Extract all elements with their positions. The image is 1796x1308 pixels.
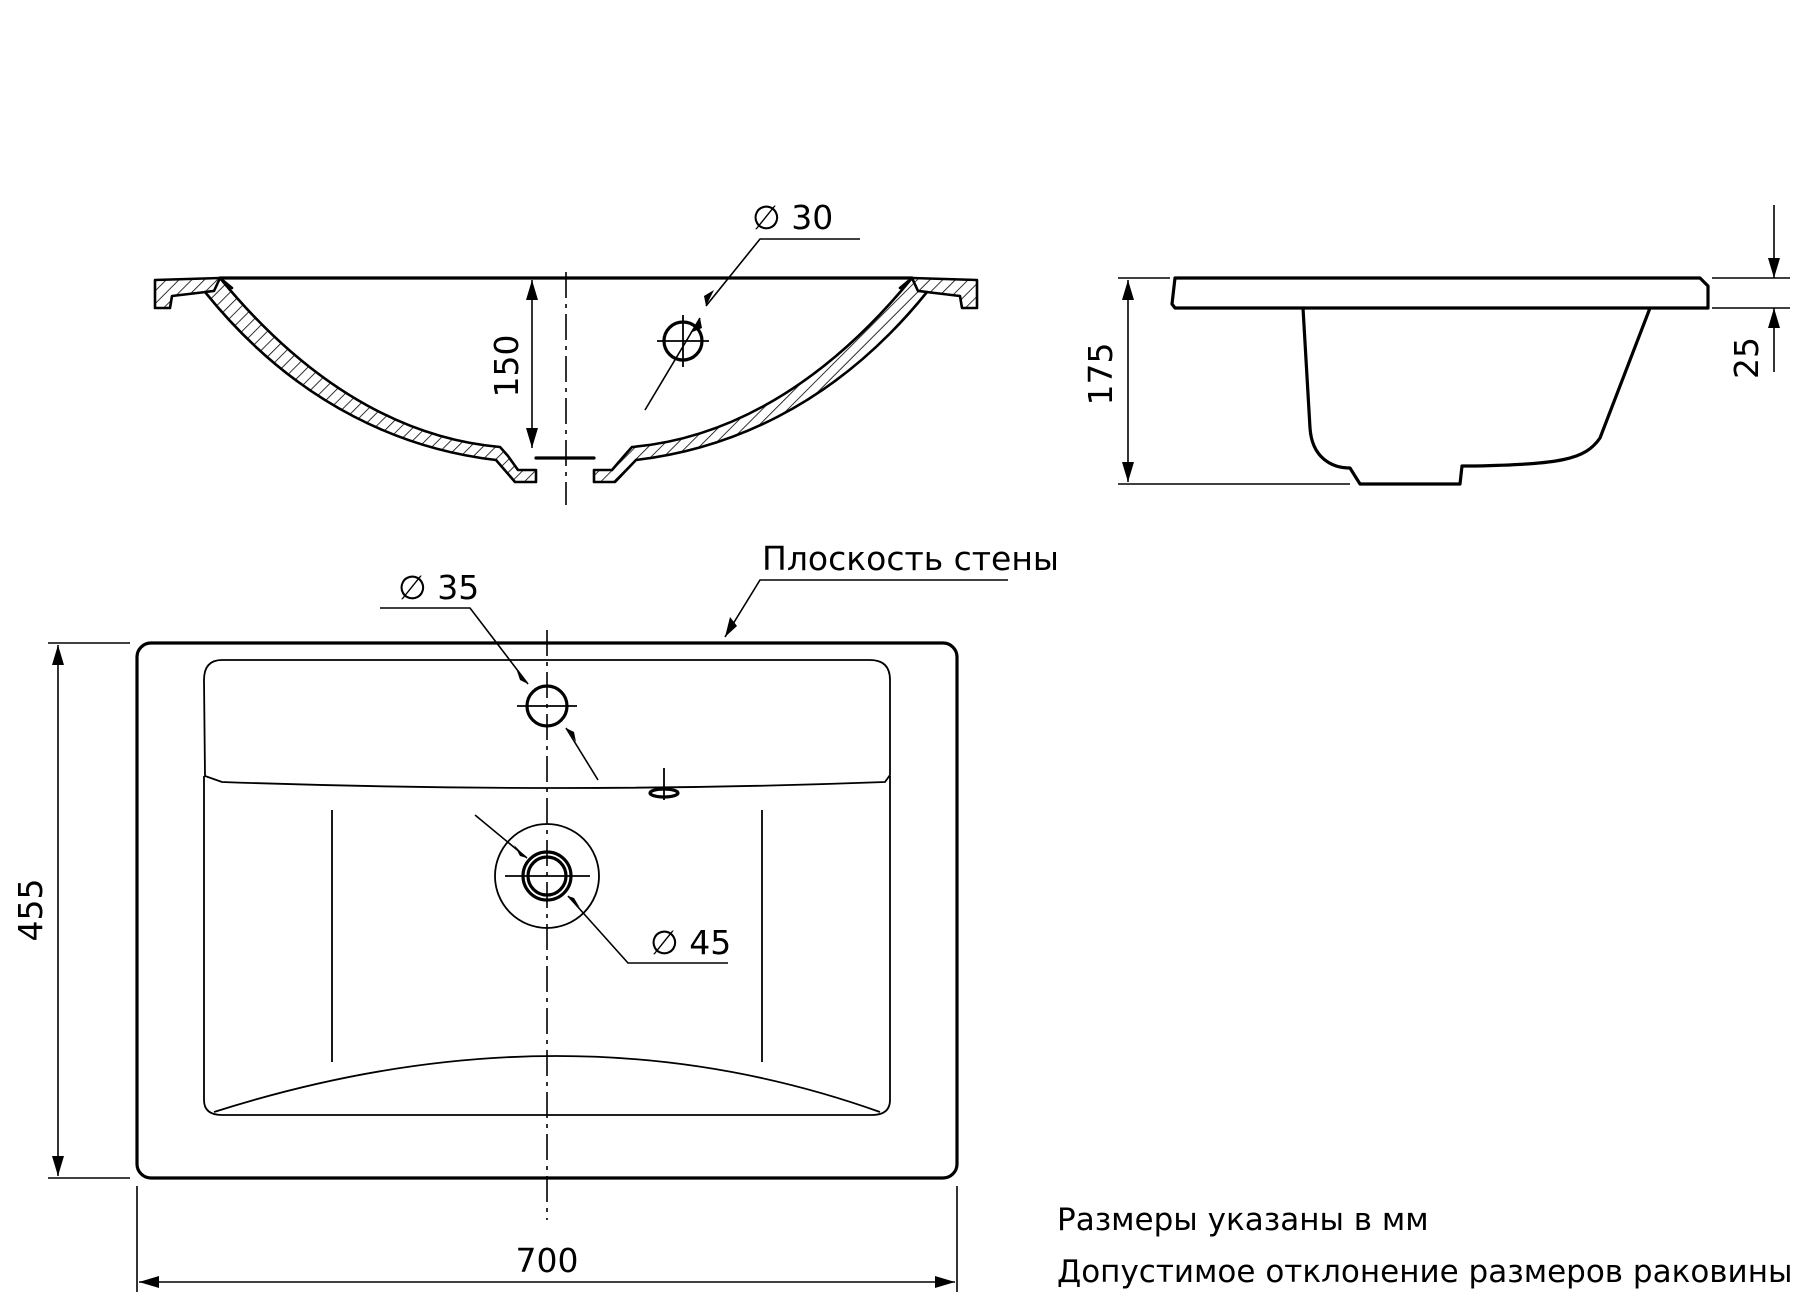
left-bowl-wall-section <box>203 276 538 484</box>
drain-45-leader <box>474 814 728 964</box>
top-drain <box>494 823 600 929</box>
front-section-view: 150 ∅ 30 <box>153 198 979 505</box>
right-bowl-wall-section <box>592 276 929 484</box>
top-view: ∅ 35 ∅ 45 Плоскость стены 455 <box>11 539 1059 1292</box>
units-note: Размеры указаны в мм <box>1057 1202 1429 1238</box>
height-175-label: 175 <box>1081 343 1120 406</box>
depth-455-dimension <box>48 642 130 1179</box>
top-rear-shelf <box>203 659 891 789</box>
side-view: 175 25 <box>1081 205 1790 486</box>
front-tap-hole <box>657 315 709 367</box>
top-basin-front-curve <box>213 1055 881 1113</box>
hole-30-label: ∅ 30 <box>752 198 833 237</box>
tolerance-note: Допустимое отклонение размеров раковины … <box>1057 1254 1796 1290</box>
depth-150-label: 150 <box>487 335 526 398</box>
rim-25-label: 25 <box>1727 337 1766 379</box>
hole-30-leader <box>644 238 860 411</box>
hole-35-label: ∅ 35 <box>398 568 479 607</box>
hole-35-leader <box>380 607 599 781</box>
wall-plane-leader <box>724 579 1008 638</box>
width-700-dimension <box>136 1186 958 1292</box>
side-countertop <box>1170 276 1710 310</box>
top-tap-hole <box>517 684 577 728</box>
depth-455-label: 455 <box>11 879 50 942</box>
side-bowl-profile <box>1301 306 1652 486</box>
drain-45-label: ∅ 45 <box>650 923 731 962</box>
width-700-label: 700 <box>516 1241 579 1280</box>
height-175-dimension <box>1118 277 1350 485</box>
depth-150-dimension <box>526 280 538 448</box>
wall-plane-label: Плоскость стены <box>762 539 1059 578</box>
rim-25-dimension <box>1712 205 1790 372</box>
